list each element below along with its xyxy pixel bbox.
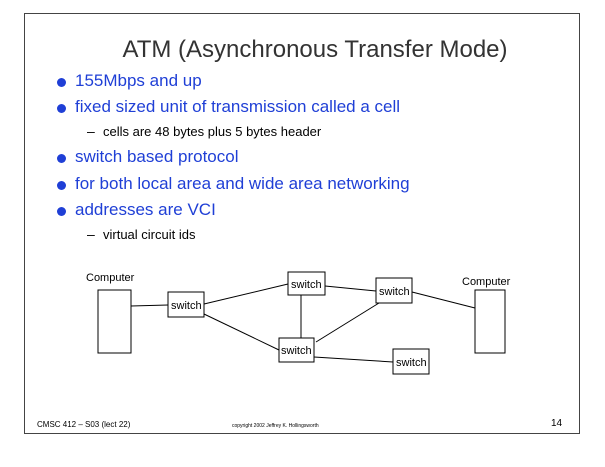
link-switch-computer [411,291,476,309]
bullet-cell: fixed sized unit of transmission called … [57,97,401,117]
subbullet-vci: – virtual circuit ids [87,226,196,242]
switch-label: switch [379,286,410,298]
bullet-vci: addresses are VCI [57,200,216,220]
switch-label: switch [171,300,202,312]
computer-left-box [97,289,132,354]
switch-node [375,277,413,304]
computer-right-box [474,289,506,354]
slide-title: ATM (Asynchronous Transfer Mode) [122,36,508,63]
slide-frame [24,13,580,434]
bullet-dot-icon [57,181,66,190]
dash-icon: – [87,226,95,242]
bullet-text: switch based protocol [75,147,239,166]
diagram-links [130,283,476,363]
subbullet-cell-size: – cells are 48 bytes plus 5 bytes header [87,123,322,139]
page-number: 14 [551,418,563,429]
link-switch-switch [203,283,289,305]
switch-node [287,271,326,296]
bullet-text: fixed sized unit of transmission called … [75,97,401,116]
computer-left-label: Computer [86,272,135,284]
link-switch-switch [313,356,394,363]
bullet-dot-icon [57,154,66,163]
switch-label: switch [396,357,427,369]
link-switch-switch [315,302,380,343]
subbullet-text: virtual circuit ids [103,227,196,242]
computer-right-label: Computer [462,276,511,288]
switch-label: switch [281,345,312,357]
bullet-speed: 155Mbps and up [57,71,202,91]
bullet-dot-icon [57,78,66,87]
subbullet-text: cells are 48 bytes plus 5 bytes header [103,124,322,139]
link-switch-switch [324,285,377,292]
bullet-text: 155Mbps and up [75,71,202,90]
bullet-text: for both local area and wide area networ… [75,174,410,193]
bullet-dot-icon [57,104,66,113]
dash-icon: – [87,123,95,139]
switch-node [278,337,315,363]
link-computer-switch [130,304,169,307]
switch-label: switch [291,279,322,291]
bullet-text: addresses are VCI [75,200,216,219]
switch-node [167,291,205,318]
bullet-dot-icon [57,207,66,216]
bullet-switch: switch based protocol [57,147,239,167]
switch-node [392,348,430,375]
footer-course: CMSC 412 – S03 (lect 22) [37,420,131,429]
link-switch-switch [203,313,280,351]
footer-copyright: copyright 2002 Jeffrey K. Hollingsworth [232,423,319,429]
bullet-networking: for both local area and wide area networ… [57,174,410,194]
